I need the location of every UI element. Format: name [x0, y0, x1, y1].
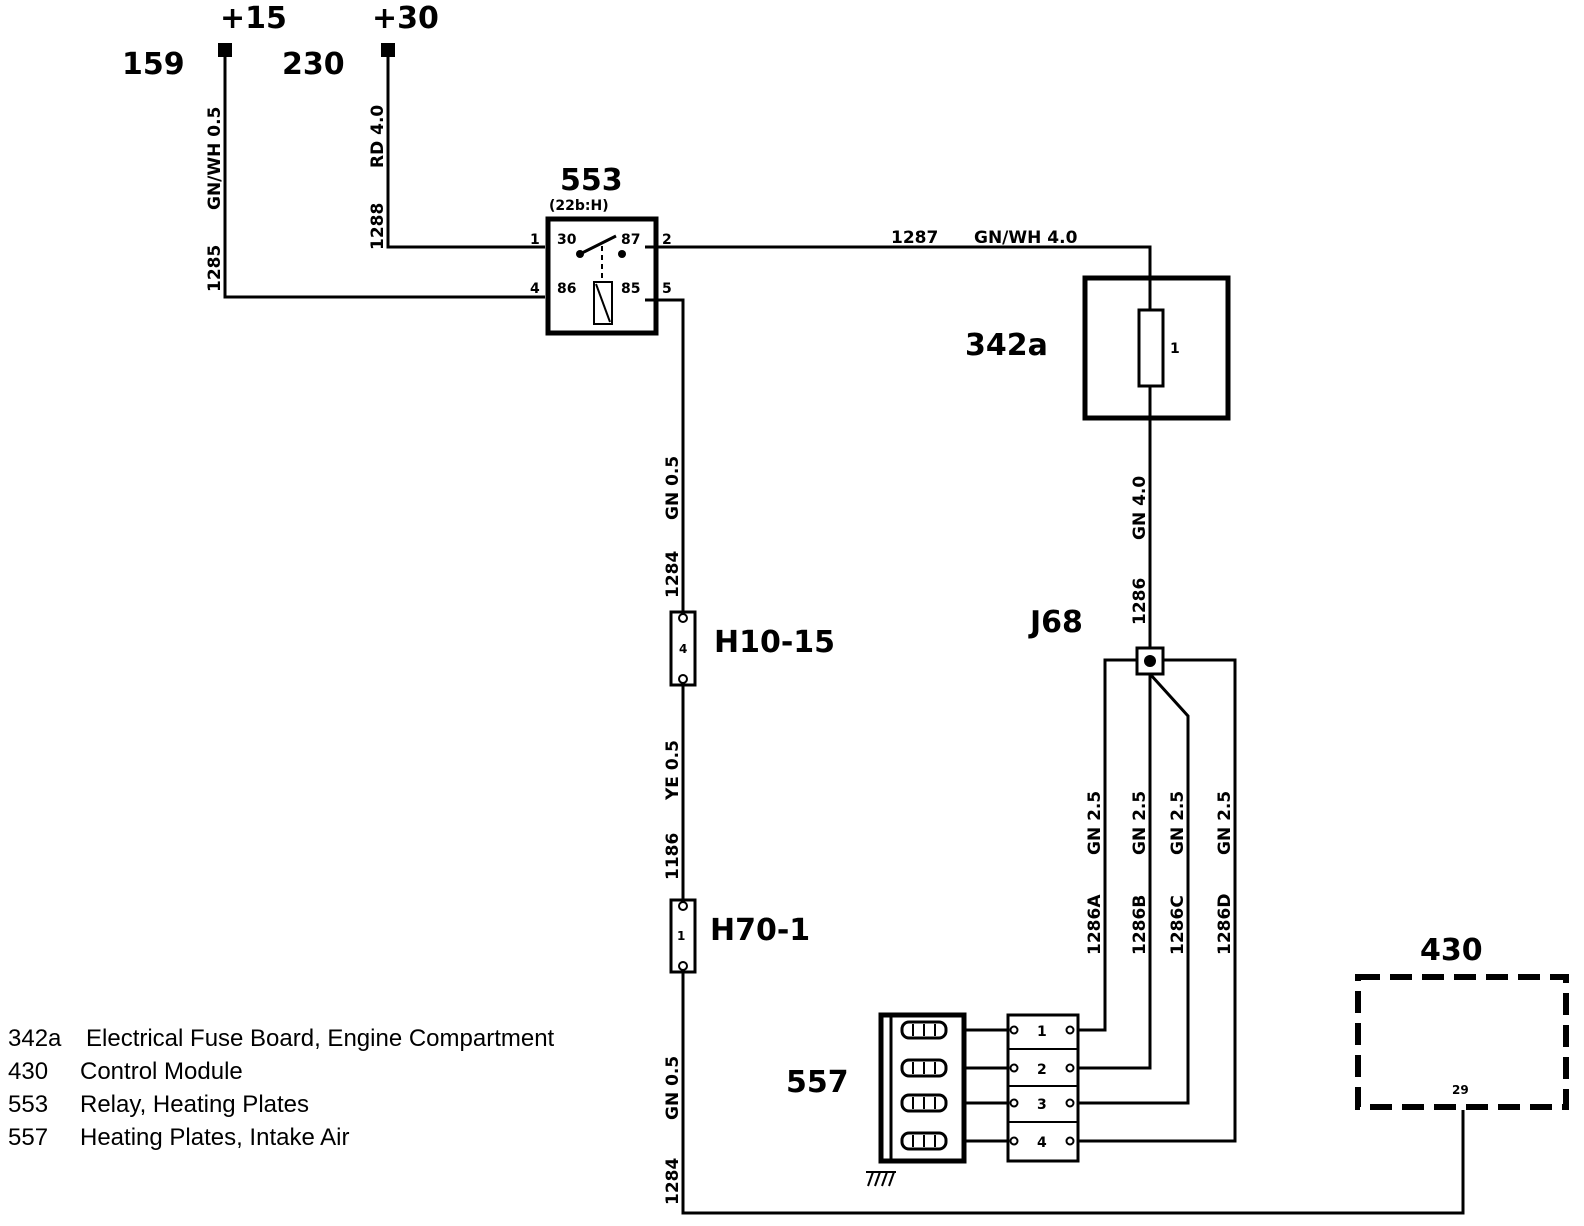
connector-h70-1-pin-dot-bottom [678, 961, 688, 971]
connector-h10-15-pin: 4 [679, 642, 687, 656]
relay-pin-2: 2 [662, 232, 672, 248]
connector-h10-15-box [669, 610, 697, 687]
relay-coil-slash [595, 283, 611, 323]
wire-1287-color: GN/WH 4.0 [974, 228, 1078, 248]
splice-j68-dot [1144, 655, 1156, 667]
ground-icon [866, 1171, 896, 1187]
legend-code: 430 [8, 1058, 48, 1085]
heater-connector-pin-2: 2 [1037, 1062, 1047, 1078]
heater-connector-pin-dots [1009, 1025, 1075, 1146]
relay-pin-1: 1 [530, 232, 540, 248]
wire-1284-lower-color: GN 0.5 [663, 1056, 683, 1120]
control-module-pin-29: 29 [1452, 1083, 1469, 1097]
wire-1286C-number: 1286C [1168, 895, 1188, 955]
heater-557-box [878, 1012, 967, 1164]
wire-1286A-color: GN 2.5 [1085, 791, 1105, 855]
legend-code: 553 [8, 1091, 48, 1118]
control-module-430-label: 430 [1420, 933, 1483, 968]
wire-1285-color: GN/WH 0.5 [205, 107, 225, 210]
splice-j68-label: J68 [1028, 605, 1083, 640]
wire-1286-color: GN 4.0 [1130, 476, 1150, 540]
fuse-board-342a-label: 342a [965, 328, 1048, 363]
wire-1285-number: 1285 [205, 245, 225, 292]
connector-h70-1-label: H70-1 [710, 913, 810, 948]
wire-1288-number: 1288 [368, 203, 388, 250]
heater-element-3 [900, 1093, 948, 1113]
wire-1284-lower [681, 972, 1465, 1215]
wire-1287-number: 1287 [891, 228, 938, 248]
heater-element-1 [900, 1020, 948, 1040]
legend-description: Control Module [80, 1058, 243, 1085]
relay-pin-4: 4 [530, 281, 540, 297]
terminal-15-marker [218, 43, 232, 57]
relay-pin-30: 30 [557, 232, 577, 248]
fuse-board-342a-box [1082, 275, 1231, 421]
wire-1286-number: 1286 [1130, 578, 1150, 625]
heater-connector-pin-4: 4 [1037, 1135, 1047, 1151]
legend-code: 342a [8, 1025, 62, 1052]
heater-connector-block [1006, 1013, 1080, 1163]
connector-h10-15-label: H10-15 [714, 625, 835, 660]
wire-1285 [223, 52, 545, 299]
heater-element-4 [900, 1131, 948, 1151]
wire-1286D-number: 1286D [1215, 894, 1235, 955]
legend-description: Heating Plates, Intake Air [80, 1124, 349, 1151]
heater-557-label: 557 [786, 1065, 849, 1100]
relay-553-box [545, 216, 659, 336]
fuse-pin-1: 1 [1170, 341, 1180, 357]
terminal-30-marker [381, 43, 395, 57]
wire-1288 [386, 52, 545, 249]
wire-1288-color: RD 4.0 [368, 105, 388, 168]
wire-1286A [1069, 658, 1137, 1032]
terminal-15-number: 159 [122, 47, 185, 82]
terminal-15-label: +15 [220, 1, 287, 36]
wire-1286D [1069, 658, 1237, 1143]
connector-h10-15-pin-dot-top [678, 613, 688, 623]
relay-553-location: (22b:H) [549, 198, 609, 214]
wire-1286B-number: 1286B [1130, 895, 1150, 955]
relay-pin-86: 86 [557, 281, 576, 297]
legend-code: 557 [8, 1124, 48, 1151]
relay-553-label: 553 [560, 163, 623, 198]
connector-h10-15-pin-dot-bottom [678, 674, 688, 684]
wire-1186-color: YE 0.5 [663, 740, 683, 801]
legend: 342a Electrical Fuse Board, Engine Compa… [8, 1025, 555, 1151]
wire-1286B-color: GN 2.5 [1130, 791, 1150, 855]
wire-1284-upper-color: GN 0.5 [663, 456, 683, 520]
connector-h70-1-pin-dot-top [678, 901, 688, 911]
wire-1287 [645, 245, 1152, 272]
relay-contact-87 [618, 250, 626, 258]
heater-element-2 [900, 1058, 948, 1078]
wire-1286A-number: 1286A [1085, 894, 1105, 955]
relay-pin-85: 85 [621, 281, 640, 297]
legend-description: Electrical Fuse Board, Engine Compartmen… [86, 1025, 555, 1052]
wire-1286D-color: GN 2.5 [1215, 791, 1235, 855]
relay-pin-87: 87 [621, 232, 640, 248]
relay-switch-arm [579, 234, 617, 256]
wire-1286B [1069, 674, 1152, 1070]
wire-1286C [1069, 672, 1190, 1105]
wire-1286C-color: GN 2.5 [1168, 791, 1188, 855]
wire-1284-upper-number: 1284 [663, 551, 683, 598]
terminal-30-label: +30 [372, 1, 439, 36]
wire-1186-number: 1186 [663, 833, 683, 880]
wire-1284-lower-number: 1284 [663, 1158, 683, 1205]
heater-connector-pin-3: 3 [1037, 1097, 1047, 1113]
terminal-30-number: 230 [282, 47, 345, 82]
heater-connector-pin-1: 1 [1037, 1024, 1047, 1040]
fuse-element [1137, 308, 1165, 388]
relay-pin-5: 5 [662, 281, 672, 297]
control-module-430-box [1355, 974, 1569, 1110]
connector-h70-1-pin: 1 [677, 929, 685, 943]
legend-description: Relay, Heating Plates [80, 1091, 309, 1118]
connector-h70-1-box [669, 898, 697, 974]
